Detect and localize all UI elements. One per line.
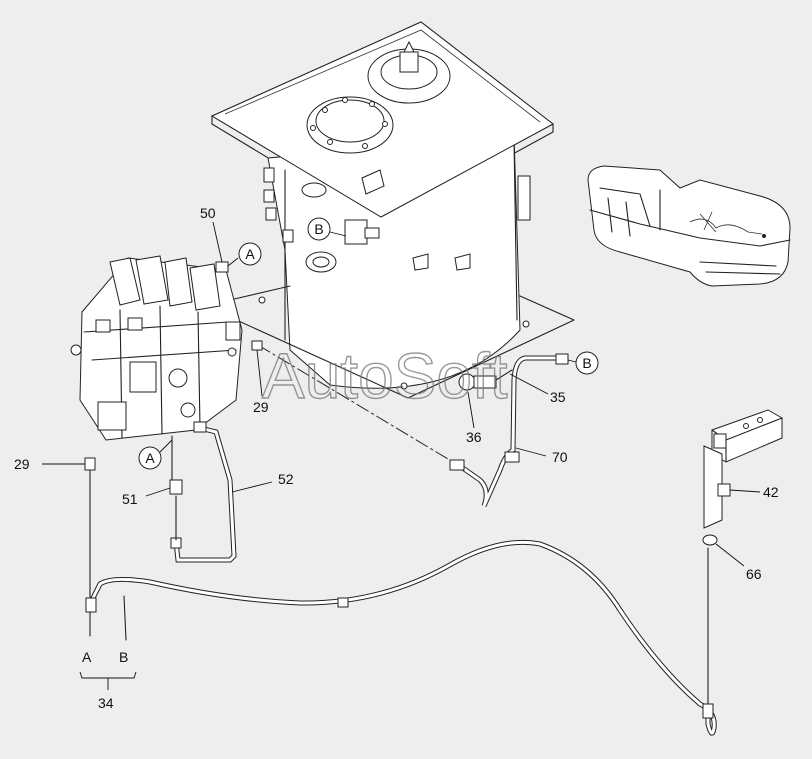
callout-66: 66 — [746, 566, 762, 582]
fitting-51 — [169, 479, 183, 495]
callout-34: 34 — [98, 695, 114, 711]
callout-51: 51 — [122, 491, 138, 507]
leader-port-b — [123, 595, 127, 641]
signal-line — [257, 344, 464, 469]
callout-50: 50 — [200, 205, 216, 221]
excavator-inset — [587, 165, 791, 287]
hose-34 — [85, 539, 717, 736]
leader-29-upper — [256, 349, 263, 397]
leader-52 — [231, 481, 273, 493]
control-valve — [70, 255, 243, 441]
leader-51 — [145, 487, 171, 497]
connector-a-lower-label: A — [145, 450, 155, 466]
connector-a-upper: A — [215, 242, 262, 273]
callout-port-b: B — [119, 649, 128, 665]
callout-52: 52 — [278, 471, 294, 487]
callout-29-lower: 29 — [14, 456, 30, 472]
leader-70 — [515, 447, 547, 457]
callout-42: 42 — [763, 484, 779, 500]
fitting-29-lower — [84, 457, 96, 471]
watermark: AutoSoft — [262, 340, 508, 412]
bracket-34 — [79, 671, 137, 690]
fitting-29-upper — [251, 340, 263, 351]
connector-b-hose-label: B — [582, 355, 591, 371]
pilot-block-42 — [703, 409, 783, 529]
leader-35 — [509, 373, 549, 395]
pilot-tube-52 — [170, 421, 237, 563]
callout-port-a: A — [82, 649, 92, 665]
leader-66 — [715, 543, 745, 567]
connector-b-hose: B — [567, 351, 599, 375]
callout-29-upper: 29 — [253, 399, 269, 415]
leader-50 — [212, 221, 223, 263]
fitting-66 — [702, 534, 718, 546]
hydraulic-tank — [210, 21, 575, 399]
hose-70 — [449, 353, 569, 508]
fitting-35-36 — [458, 369, 513, 391]
connector-a-lower: A — [138, 439, 173, 470]
callout-35: 35 — [550, 389, 566, 405]
connector-b-tank: B — [307, 217, 347, 241]
callout-70: 70 — [552, 449, 568, 465]
callout-36: 36 — [466, 429, 482, 445]
leader-36 — [467, 391, 475, 429]
leader-42 — [729, 489, 761, 493]
connector-b-tank-label: B — [314, 221, 323, 237]
connector-a-upper-label: A — [245, 246, 255, 262]
